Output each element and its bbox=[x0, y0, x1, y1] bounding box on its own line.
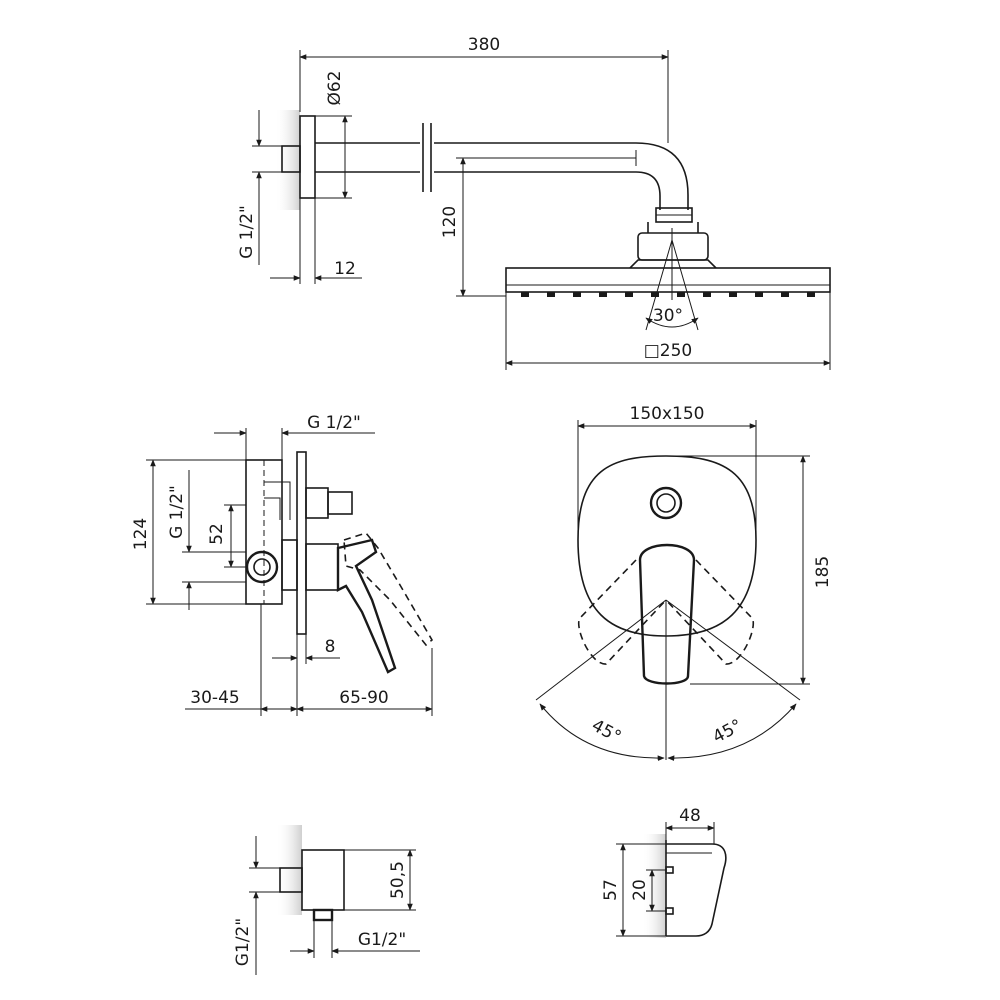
shower-arm-view: 380 Ø62 G 1/2" 12 120 30° □250 bbox=[237, 35, 831, 370]
wall-plate bbox=[296, 451, 307, 635]
holder-body bbox=[666, 843, 727, 937]
dim-arm-length: 380 bbox=[468, 35, 500, 55]
lever-rotated-right bbox=[665, 559, 755, 665]
dim-outlet-spacing: 52 bbox=[207, 523, 227, 545]
dim-holder-hole-spacing: 20 bbox=[630, 879, 650, 901]
dim-holder-width: 48 bbox=[679, 806, 701, 826]
arm-segment-left bbox=[315, 142, 420, 173]
arm-bend-outer bbox=[434, 142, 689, 210]
diverter-button bbox=[649, 486, 683, 520]
elbow-outlet bbox=[312, 908, 334, 922]
lever-front bbox=[638, 543, 696, 685]
wall-flange bbox=[299, 115, 316, 199]
dim-holder-height: 57 bbox=[601, 879, 621, 901]
dim-angle-right: 45° bbox=[710, 716, 746, 748]
dim-elbow-bottom-thread: G1/2" bbox=[358, 930, 406, 950]
dim-elbow-left-thread: G1/2" bbox=[233, 918, 253, 966]
dim-top-thread: G 1/2" bbox=[307, 413, 361, 433]
cover-plate bbox=[577, 455, 757, 637]
arm-break-marks bbox=[422, 123, 432, 192]
mixer-front-view: 150x150 185 45° 45° bbox=[535, 404, 833, 761]
dim-plate-size: 150x150 bbox=[630, 404, 705, 424]
elbow-body bbox=[301, 849, 345, 911]
dim-depth-range: 30-45 bbox=[190, 688, 239, 708]
nozzles bbox=[521, 292, 815, 297]
outlet-ring bbox=[245, 550, 279, 584]
ball-joint bbox=[637, 232, 709, 261]
dim-mixer-height: 124 bbox=[131, 518, 151, 550]
dim-front-height: 185 bbox=[813, 556, 833, 588]
mixer-lever bbox=[336, 538, 397, 674]
dim-left-thread: G 1/2" bbox=[167, 485, 187, 539]
wall-shading bbox=[275, 110, 300, 210]
rotation-rays bbox=[535, 599, 801, 701]
dim-flange-diameter: Ø62 bbox=[325, 70, 345, 105]
dim-angle-left: 45° bbox=[588, 716, 624, 748]
lever-rotated-left bbox=[577, 559, 667, 665]
holder-screw-bottom bbox=[665, 907, 674, 915]
lever-alt-position bbox=[343, 532, 434, 647]
dim-plate-depth: 8 bbox=[325, 637, 336, 657]
holder-screw-top bbox=[665, 866, 674, 874]
arm-bend-inner bbox=[434, 171, 661, 210]
dim-arm-thread: G 1/2" bbox=[237, 205, 257, 259]
diverter-spindle bbox=[305, 487, 329, 519]
dim-head-height: 120 bbox=[440, 206, 460, 238]
tilt-lines bbox=[645, 239, 699, 331]
dim-elbow-height: 50,5 bbox=[388, 861, 408, 899]
cartridge-housing bbox=[305, 543, 339, 591]
wall-elbow-view: 50,5 G1/2" G1/2" bbox=[233, 825, 420, 975]
mixer-side-view: G 1/2" 124 G 1/2" 52 8 30-45 65-90 bbox=[131, 413, 434, 716]
holder-view: 48 57 20 bbox=[601, 806, 727, 938]
dim-spray-angle: 30° bbox=[653, 306, 683, 326]
dim-projection-range: 65-90 bbox=[339, 688, 388, 708]
dim-head-size: □250 bbox=[644, 341, 693, 361]
shower-head-plate bbox=[505, 267, 831, 293]
dim-flange-depth: 12 bbox=[334, 259, 356, 279]
